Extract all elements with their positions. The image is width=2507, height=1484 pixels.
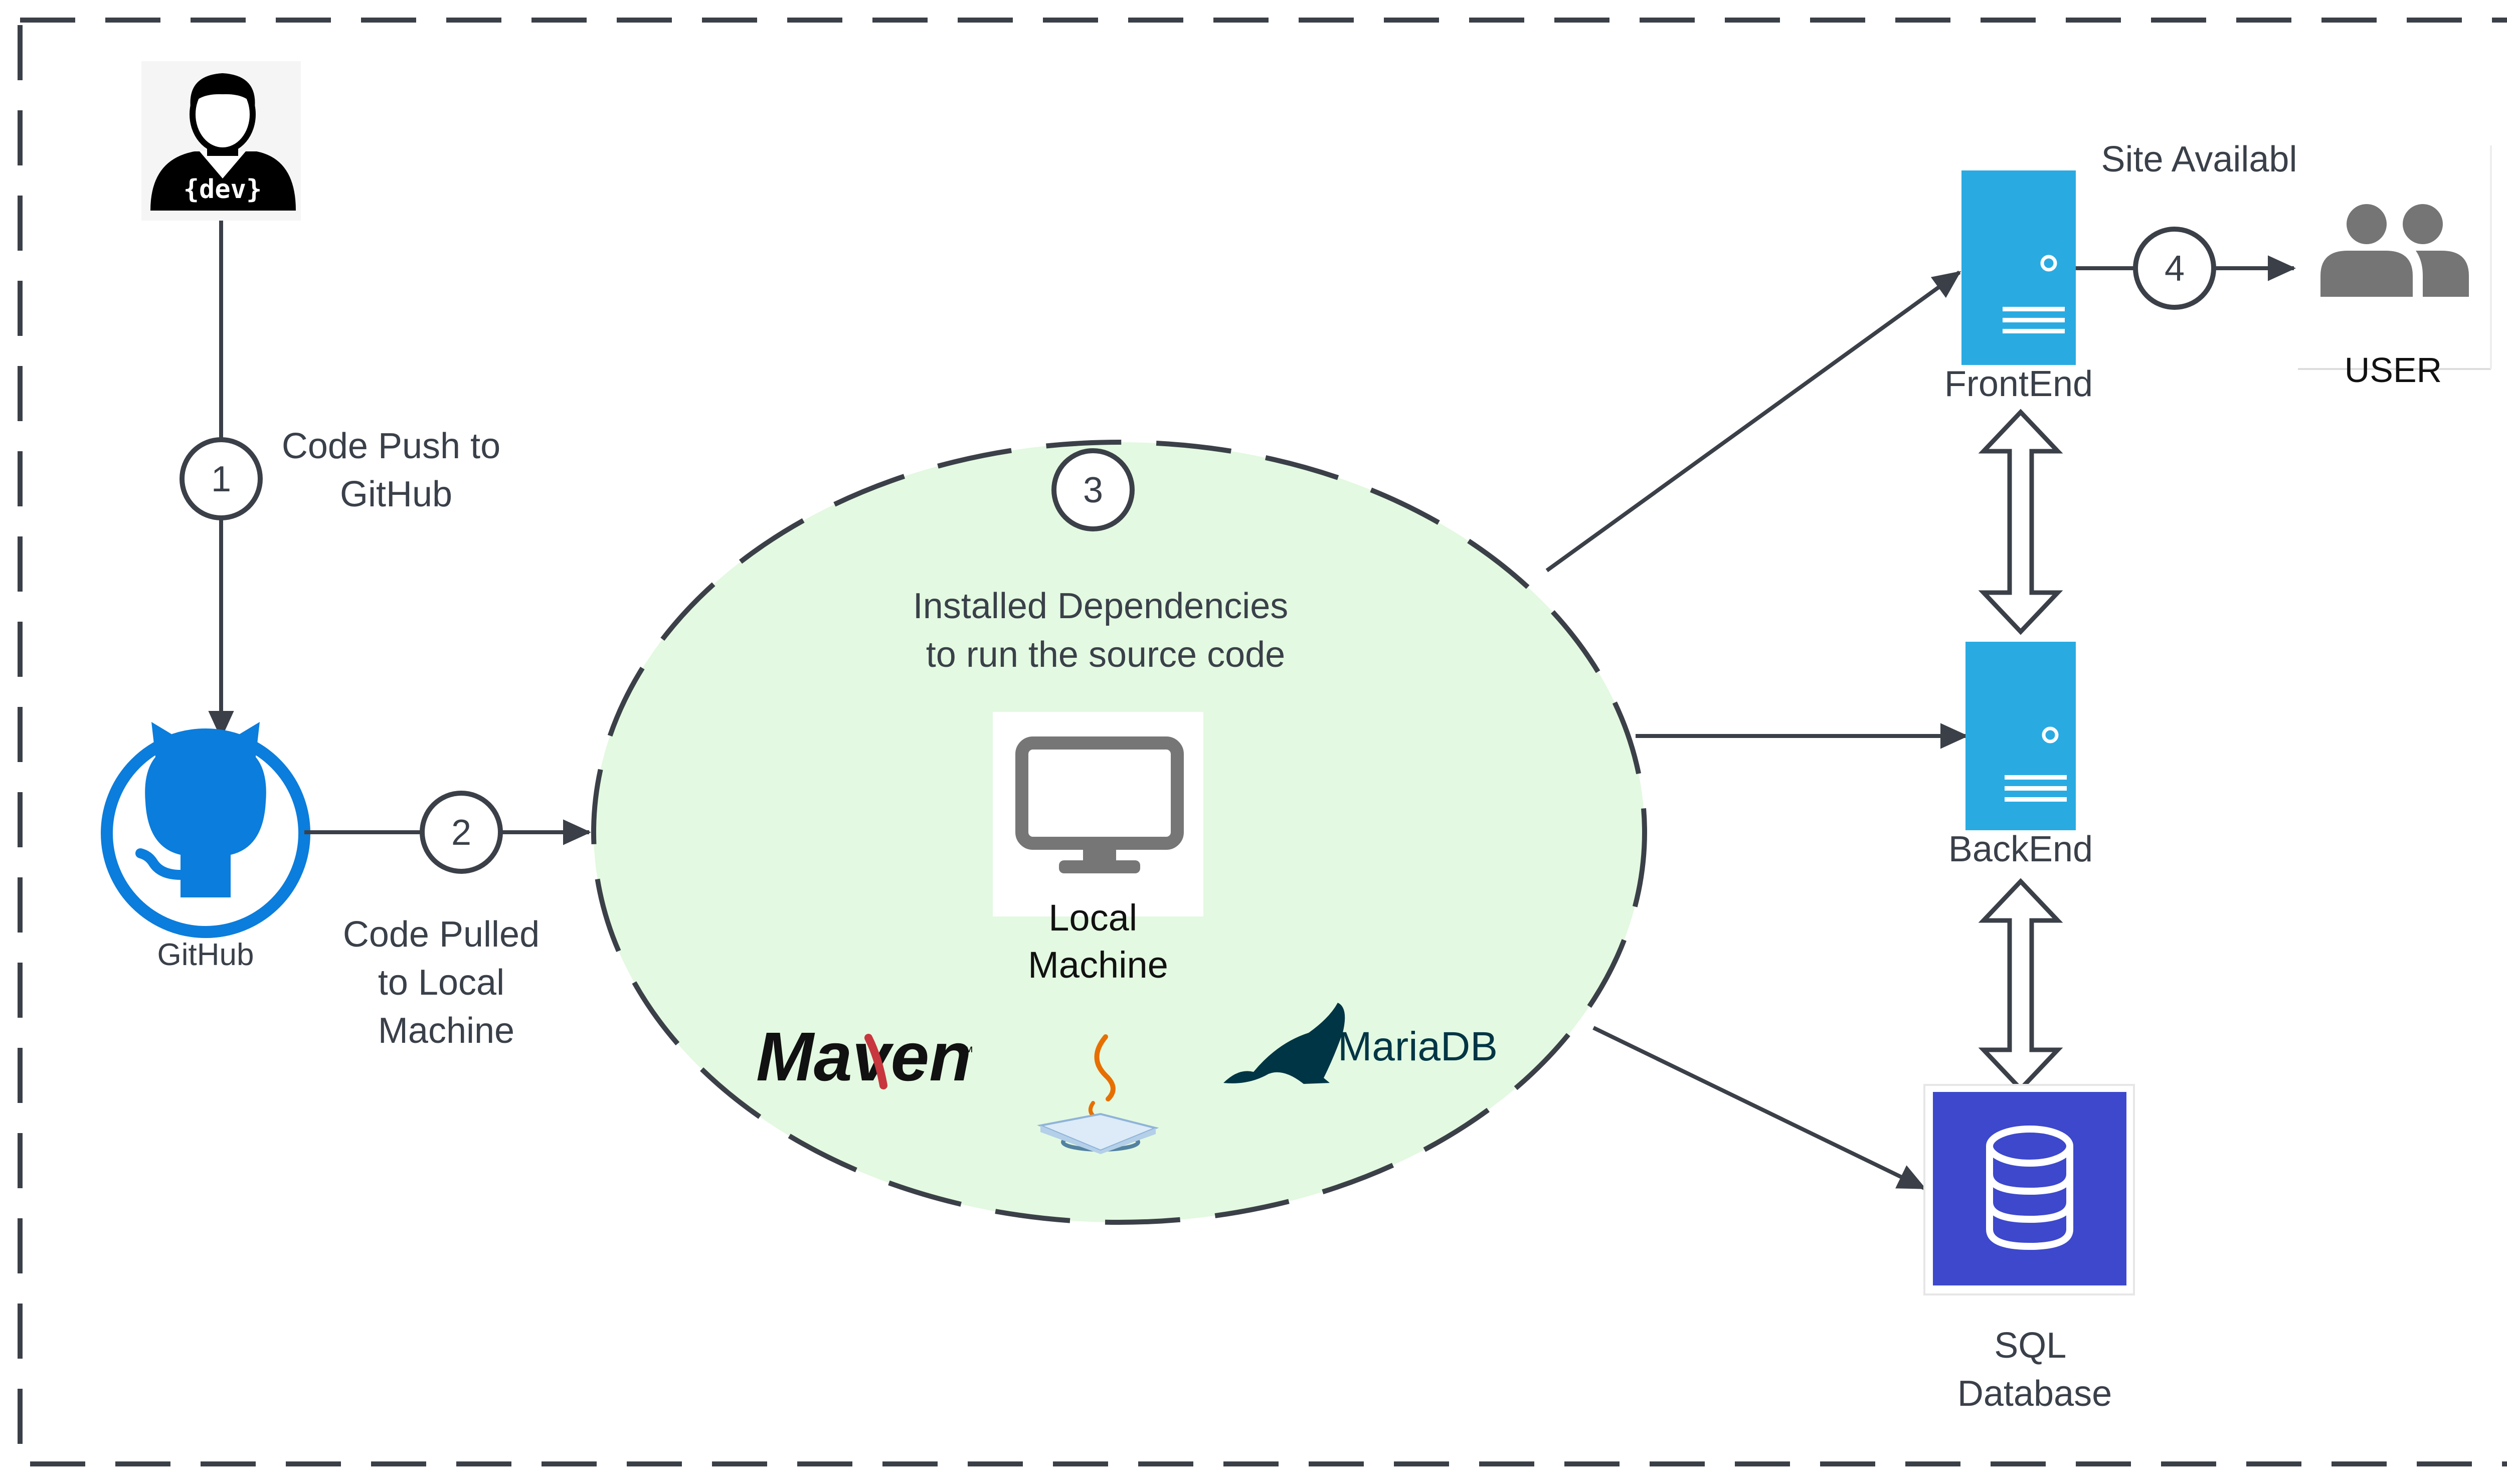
server-icon	[1965, 642, 2076, 830]
user-label: USER	[2345, 350, 2442, 390]
database-label: SQL Database	[1957, 1326, 2112, 1414]
step-4-caption: Site Available	[2101, 139, 2317, 179]
step-2-caption-line-1: Code Pulled	[343, 914, 540, 955]
local-machine-label: Local Machine	[1028, 897, 1168, 986]
monitor-icon	[1015, 736, 1184, 873]
github-label: GitHub	[157, 938, 254, 972]
database-label-line-2: Database	[1957, 1374, 2112, 1414]
maven-trademark: ™	[959, 1044, 974, 1060]
outer-frame	[18, 18, 2507, 1466]
step-3-caption-line-2: to run the source code	[926, 635, 1285, 675]
github-octocat-icon	[135, 722, 266, 897]
step-4: 4	[2133, 227, 2216, 310]
java-cup-icon	[1037, 1034, 1159, 1154]
users-icon	[2320, 204, 2469, 297]
frontend-server: FrontEnd	[1944, 170, 2093, 404]
step-1-caption-line-2: GitHub	[340, 474, 452, 514]
step-2-number: 2	[451, 813, 471, 853]
step-1-caption-line-1: Code Push to	[282, 426, 500, 466]
developer-person-icon: {dev}	[150, 73, 296, 211]
server-icon	[1961, 170, 2076, 365]
local-machine: Local Machine	[993, 712, 1203, 986]
step-1-number: 1	[211, 459, 231, 499]
frontend-backend-double-arrow	[1978, 409, 2063, 635]
dev-badge: {dev}	[184, 174, 262, 205]
developer: {dev}	[141, 61, 301, 221]
mariadb-seal-icon	[1223, 1003, 1345, 1084]
step-3-caption-line-1: Installed Dependencies	[913, 586, 1289, 626]
frontend-label: FrontEnd	[1944, 364, 2093, 404]
step-2-caption: Code Pulled to Local Machine	[343, 914, 550, 1051]
step-3: 3	[1051, 448, 1135, 531]
step-2-caption-line-2: to Local	[378, 963, 504, 1003]
step-1-caption: Code Push to GitHub	[282, 426, 510, 514]
mariadb-wordmark: MariaDB	[1338, 1024, 1498, 1069]
step-2-caption-line-3: Machine	[378, 1011, 514, 1051]
maven-logo: Maven ™	[756, 1018, 974, 1095]
step-3-caption: Installed Dependencies to run the source…	[913, 586, 1299, 675]
step-1: 1	[180, 437, 263, 520]
backend-database-double-arrow	[1978, 878, 2063, 1092]
backend-label: BackEnd	[1948, 829, 2093, 869]
step-3-number: 3	[1083, 470, 1103, 510]
backend-server: BackEnd	[1948, 642, 2093, 869]
user: USER	[2298, 145, 2492, 390]
connector-local-to-frontend	[1545, 270, 1961, 573]
sql-database: SQL Database	[1923, 1084, 2135, 1414]
step-2: 2	[420, 791, 503, 874]
github: GitHub	[101, 722, 310, 972]
connector-local-to-database	[1592, 1026, 1926, 1190]
mariadb-logo: MariaDB	[1223, 1003, 1498, 1084]
step-4-number: 4	[2165, 249, 2185, 289]
database-label-line-1: SQL	[1994, 1326, 2065, 1366]
local-machine-label-line-1: Local	[1048, 897, 1137, 939]
database-icon	[1986, 1126, 2073, 1250]
local-machine-label-line-2: Machine	[1028, 944, 1168, 986]
maven-wordmark: Maven	[756, 1018, 972, 1095]
